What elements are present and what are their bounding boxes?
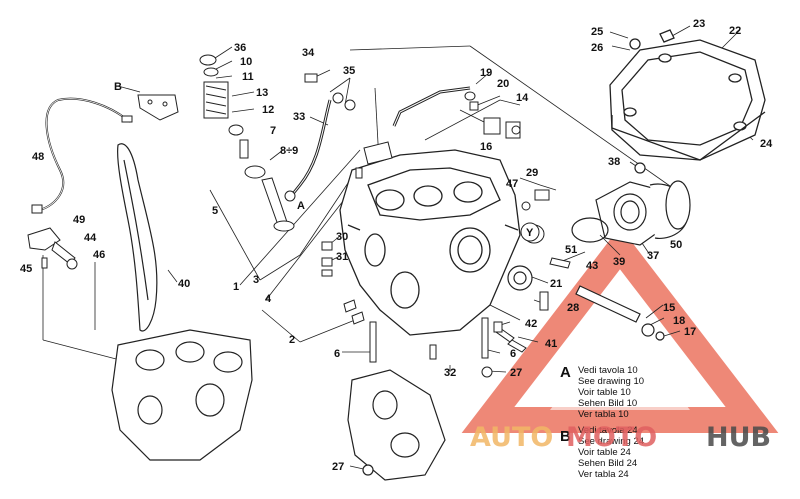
callout-48: 48 [32, 151, 44, 163]
crankcase-left [111, 329, 253, 461]
callout-37: 37 [647, 250, 659, 262]
callout-20: 20 [497, 78, 509, 90]
oil-pipe [284, 73, 356, 202]
callout-16: 16 [480, 141, 492, 153]
intake-manifold [571, 162, 691, 246]
valve-parts [199, 54, 295, 232]
pipe-clamp [483, 117, 521, 139]
breather-pipe [392, 86, 471, 127]
callout-numbers: 36 10 11 13 12 7 8÷9 5 B 48 49 44 45 46 … [20, 18, 773, 473]
callout-41: 41 [545, 338, 557, 350]
callout-14: 14 [516, 92, 529, 104]
callout-25: 25 [591, 26, 603, 38]
callout-17: 17 [684, 326, 696, 338]
reference-a-letter: A [560, 364, 571, 381]
callout-28: 28 [567, 302, 579, 314]
callout-2: 2 [289, 334, 295, 346]
reference-a-line-4: Sehen Bild 10 [578, 398, 637, 409]
marker-y: Y [520, 222, 540, 242]
callout-7: 7 [270, 125, 276, 137]
callout-6-left: 6 [334, 348, 340, 360]
callout-45: 45 [20, 263, 32, 275]
callout-29: 29 [526, 167, 538, 179]
reference-a-line-1: Vedi tavola 10 [578, 365, 638, 376]
throttle-cable [31, 97, 133, 214]
callout-49: 49 [73, 214, 85, 226]
callout-47: 47 [506, 178, 518, 190]
callout-10: 10 [240, 56, 252, 68]
cylinder-head [339, 149, 521, 336]
callout-22: 22 [729, 25, 741, 37]
callout-23: 23 [693, 18, 705, 30]
callout-50: 50 [670, 239, 682, 251]
watermark-text: AUTO MOTO HUB [470, 422, 771, 453]
callout-24: 24 [760, 138, 773, 150]
callout-12: 12 [262, 104, 274, 116]
reference-b-line-4: Sehen Bild 24 [578, 458, 637, 469]
watermark-part-3: HUB [706, 422, 771, 453]
callout-11: 11 [242, 71, 254, 83]
callout-33: 33 [293, 111, 305, 123]
chain-guide [117, 143, 158, 332]
callout-32: 32 [444, 367, 456, 379]
rocker-shaft [575, 285, 665, 341]
reference-b: B Vedi tavola 24 See drawing 24 Voir tab… [560, 425, 644, 480]
callout-6-right: 6 [510, 348, 516, 360]
crankcase-center [347, 369, 446, 481]
reference-b-line-3: Voir table 24 [578, 447, 631, 458]
callout-27-upper: 27 [510, 367, 522, 379]
watermark-part-2: MOTO [566, 422, 657, 453]
callout-30: 30 [336, 231, 348, 243]
callout-b: B [114, 81, 122, 93]
callout-3: 3 [253, 274, 259, 286]
callout-39: 39 [613, 256, 625, 268]
callout-18: 18 [673, 315, 685, 327]
callout-1: 1 [233, 281, 239, 293]
callout-4: 4 [265, 293, 272, 305]
reference-b-letter: B [560, 428, 571, 445]
callout-26: 26 [591, 42, 603, 54]
callout-21: 21 [550, 278, 562, 290]
callout-38: 38 [608, 156, 620, 168]
reference-b-line-2: See drawing 24 [578, 436, 644, 447]
bracket-b [137, 94, 179, 121]
callout-51: 51 [565, 244, 577, 256]
callout-43: 43 [586, 260, 598, 272]
reference-a-line-5: Ver tabla 10 [578, 409, 629, 420]
callout-5: 5 [212, 205, 218, 217]
reference-b-line-1: Vedi tavola 24 [578, 425, 638, 436]
callout-31: 31 [336, 251, 348, 263]
callout-15: 15 [663, 302, 675, 314]
bearing [507, 265, 533, 291]
watermark-logo [461, 226, 779, 433]
cylinder-head-cover [609, 29, 766, 161]
small-parts [321, 91, 571, 378]
callout-19: 19 [480, 67, 492, 79]
marker-y-label: Y [526, 227, 534, 239]
watermark-part-1: AUTO [470, 422, 553, 453]
reference-a-line-2: See drawing 10 [578, 376, 644, 387]
callout-8-9: 8÷9 [280, 145, 298, 157]
reference-b-line-5: Ver tabla 24 [578, 469, 629, 480]
callout-42: 42 [525, 318, 537, 330]
chain-tensioner [27, 227, 78, 270]
callout-35: 35 [343, 65, 355, 77]
reference-a: A Vedi tavola 10 See drawing 10 Voir tab… [560, 364, 644, 420]
callout-40: 40 [178, 278, 190, 290]
callout-a: A [297, 200, 305, 212]
callout-13: 13 [256, 87, 268, 99]
callout-34: 34 [302, 47, 315, 59]
callout-36: 36 [234, 42, 246, 54]
callout-46: 46 [93, 249, 105, 261]
callout-44: 44 [84, 232, 97, 244]
reference-a-line-3: Voir table 10 [578, 387, 631, 398]
callout-27-lower: 27 [332, 461, 344, 473]
